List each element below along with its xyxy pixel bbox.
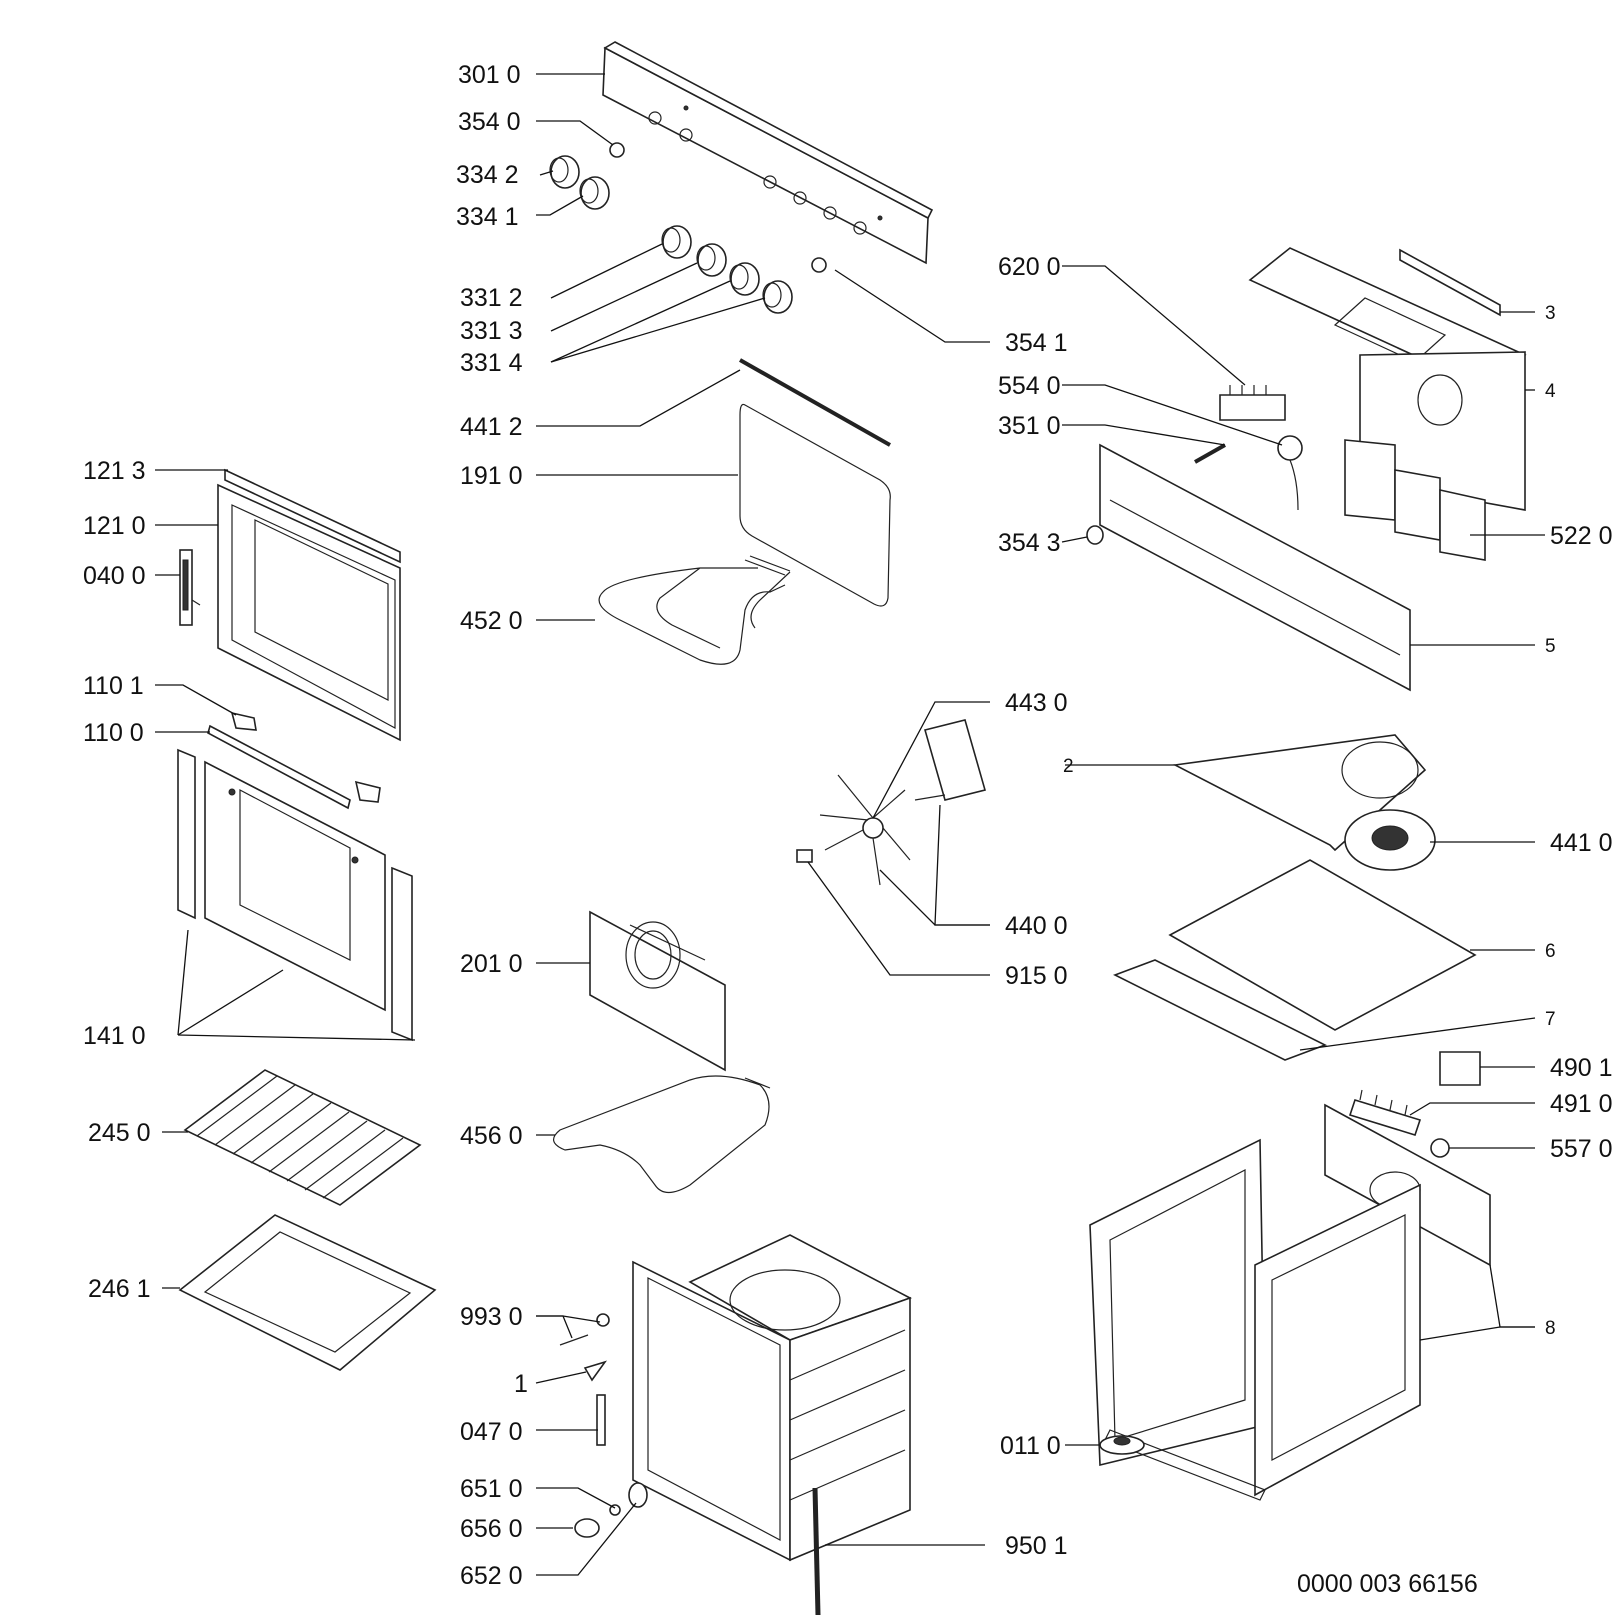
door-frame-part <box>217 483 401 742</box>
label-121-3: 121 3 <box>83 457 146 485</box>
label-7: 7 <box>1545 1009 1556 1030</box>
label-6: 6 <box>1545 941 1556 962</box>
door-handle-bracket-part <box>230 711 257 731</box>
part-labels: 301 0 354 0 334 2 334 1 331 2 331 3 331 … <box>83 61 1613 1598</box>
label-1: 1 <box>514 1370 528 1398</box>
label-354-1: 354 1 <box>1005 329 1068 357</box>
clip-part <box>583 1360 608 1382</box>
side-panel-part <box>1089 1138 1266 1467</box>
lamp-assembly-part <box>574 1482 648 1538</box>
control-frame-part <box>1099 443 1411 692</box>
base-plate-part <box>1113 959 1327 1061</box>
label-354-0: 354 0 <box>458 108 521 136</box>
label-993-0: 993 0 <box>460 1303 523 1331</box>
label-331-4: 331 4 <box>460 349 523 377</box>
door-glass-part <box>177 748 413 1042</box>
baking-tray-part <box>178 1214 437 1371</box>
label-040-0: 040 0 <box>83 562 146 590</box>
label-334-1: 334 1 <box>456 203 519 231</box>
label-245-0: 245 0 <box>88 1119 151 1147</box>
label-950-1: 950 1 <box>1005 1532 1068 1560</box>
label-652-0: 652 0 <box>460 1562 523 1590</box>
label-620-0: 620 0 <box>998 253 1061 281</box>
label-491-0: 491 0 <box>1550 1090 1613 1118</box>
label-121-0: 121 0 <box>83 512 146 540</box>
label-334-2: 334 2 <box>456 161 519 189</box>
label-656-0: 656 0 <box>460 1515 523 1543</box>
bracket-3-part <box>1399 248 1501 317</box>
label-110-0: 110 0 <box>83 719 144 747</box>
screw-part <box>559 1313 610 1346</box>
label-2: 2 <box>1063 756 1074 777</box>
label-191-0: 191 0 <box>460 462 523 490</box>
label-557-0: 557 0 <box>1550 1135 1613 1163</box>
wire-shelf-part <box>183 1069 422 1206</box>
fan-motor-part <box>914 719 986 801</box>
label-141-0: 141 0 <box>83 1022 146 1050</box>
label-331-2: 331 2 <box>460 284 523 312</box>
drawing-number: 0000 003 66156 <box>1297 1570 1478 1598</box>
label-915-0: 915 0 <box>1005 962 1068 990</box>
switch-modules-part <box>1344 439 1486 561</box>
rail-part <box>596 1394 606 1446</box>
label-441-2: 441 2 <box>460 413 523 441</box>
label-047-0: 047 0 <box>460 1418 523 1446</box>
fan-motor-441-part <box>1344 809 1436 871</box>
label-441-0: 441 0 <box>1550 829 1613 857</box>
fan-nut-part <box>796 849 813 863</box>
label-201-0: 201 0 <box>460 950 523 978</box>
label-522-0: 522 0 <box>1550 522 1613 550</box>
label-4: 4 <box>1545 381 1556 402</box>
label-351-0: 351 0 <box>998 412 1061 440</box>
switch-block-part <box>1219 385 1286 421</box>
door-handle-part <box>207 724 381 810</box>
insulation-panel-part <box>1168 859 1477 1031</box>
gasket-strip-part <box>739 358 891 447</box>
component-490-part <box>1439 1051 1481 1086</box>
foot-part <box>1099 1435 1145 1455</box>
oven-cavity-part <box>632 1234 913 1562</box>
label-354-3: 354 3 <box>998 529 1061 557</box>
label-301-0: 301 0 <box>458 61 521 89</box>
label-011-0: 011 0 <box>1000 1432 1061 1460</box>
leader-lines <box>155 73 1545 1576</box>
label-3: 3 <box>1545 303 1556 324</box>
fan-blade-part <box>819 774 911 886</box>
label-440-0: 440 0 <box>1005 912 1068 940</box>
door-seal-part <box>739 403 891 607</box>
switch-557-part <box>1430 1138 1450 1158</box>
top-heating-element-part <box>598 567 791 665</box>
hinge-part <box>179 549 201 626</box>
side-panel-part <box>1104 1183 1421 1501</box>
label-8: 8 <box>1545 1318 1556 1339</box>
label-554-0: 554 0 <box>998 372 1061 400</box>
label-456-0: 456 0 <box>460 1122 523 1150</box>
terminal-block-part <box>1348 1089 1422 1136</box>
label-5: 5 <box>1545 636 1556 657</box>
label-651-0: 651 0 <box>460 1475 523 1503</box>
label-443-0: 443 0 <box>1005 689 1068 717</box>
control-knobs-part <box>661 225 793 314</box>
label-490-1: 490 1 <box>1550 1054 1613 1082</box>
indicator-lens-part <box>811 257 827 273</box>
indicator-lens-part <box>609 142 625 158</box>
sensor-part <box>1194 443 1226 464</box>
label-452-0: 452 0 <box>460 607 523 635</box>
label-331-3: 331 3 <box>460 317 523 345</box>
knob-354-3-part <box>1086 525 1104 545</box>
bottom-heating-element-part <box>553 1075 771 1194</box>
thermostat-part <box>1277 435 1303 511</box>
label-246-1: 246 1 <box>88 1275 151 1303</box>
fan-cover-part <box>589 910 726 1072</box>
seal-strip-part <box>812 1487 821 1616</box>
label-110-1: 110 1 <box>83 672 144 700</box>
control-panel-part <box>602 41 934 265</box>
door-top-strip-part <box>224 468 401 564</box>
timer-knobs-part <box>549 155 610 210</box>
